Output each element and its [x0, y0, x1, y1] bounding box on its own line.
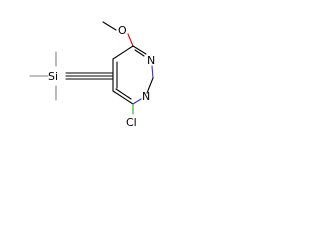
- ring-bond-c6-c5: [112, 90, 134, 105]
- o-ring-bond: [127, 33, 134, 47]
- ring-bond-n1-c6: [132, 98, 142, 105]
- methyl-o-bond: [102, 21, 117, 31]
- oxygen-label: O: [118, 24, 127, 37]
- ring-bond-c4-n3-double: [134, 49, 145, 57]
- ring-bond-c4-n3: [132, 45, 147, 55]
- ring-bond-c4-c5: [112, 45, 134, 60]
- chemical-structure: O N N Cl Si: [29, 21, 155, 129]
- nitrogen-top-label: N: [147, 54, 155, 67]
- ring-bond-n3-c2: [151, 65, 154, 79]
- ring-bond-c2-n1: [146, 77, 154, 94]
- chlorine-label: Cl: [126, 116, 137, 129]
- ring-bond-c6-c5-double: [115, 88, 132, 100]
- nitrogen-bottom-label: N: [142, 90, 150, 103]
- silicon-label: Si: [48, 70, 58, 83]
